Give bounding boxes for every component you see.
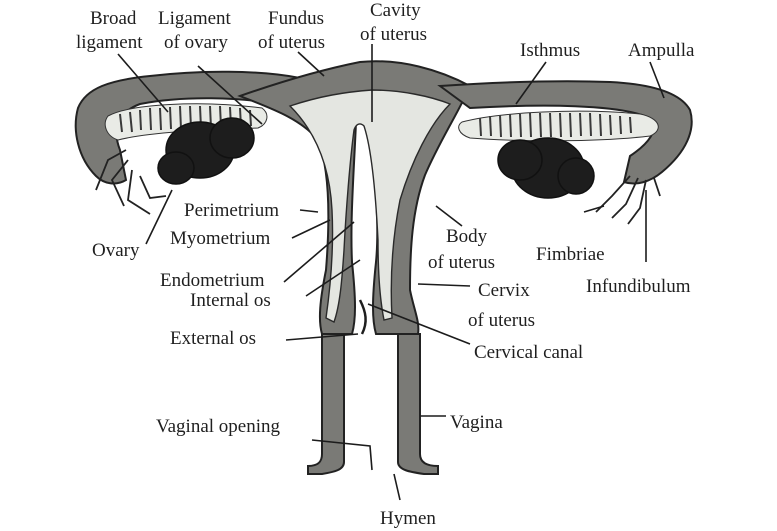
leader-fundus [297,51,325,77]
leader-myometrium [291,219,331,239]
uterine-cavity [288,89,452,323]
label-hymen: Hymen [380,508,436,529]
leader-broad-ligament [117,53,169,113]
label-external-os: External os [170,328,256,349]
left-ovary [157,117,255,185]
labels: Broad ligament Ligament of ovary Fundus … [76,0,695,529]
label-cervix-1: Cervix [478,280,530,301]
leader-internal-os [305,259,361,297]
leader-cervix [417,283,471,287]
label-vaginal-opening: Vaginal opening [156,416,281,437]
label-ampulla: Ampulla [628,40,695,61]
vagina-right-wall [397,333,439,475]
cervical-canal [358,299,367,335]
label-fundus-2: of uterus [258,32,325,53]
label-fundus-1: Fundus [268,8,324,29]
label-vagina: Vagina [450,412,503,433]
left-fimbriae [95,149,167,215]
vagina-left-wall [307,333,345,475]
label-internal-os: Internal os [190,290,271,311]
organ-illustration [74,60,693,475]
label-body-1: Body [446,226,488,247]
right-ovary [497,137,595,199]
label-body-2: of uterus [428,252,495,273]
leader-hymen [393,473,401,501]
label-cervical-canal: Cervical canal [474,342,583,363]
label-ligament-ovary-1: Ligament [158,8,232,29]
leader-body [435,205,463,227]
label-broad-ligament-1: Broad [90,8,137,29]
label-cavity-1: Cavity [370,0,421,21]
leader-lines [117,44,665,501]
label-perimetrium: Perimetrium [184,200,279,221]
left-tube-lumen [104,103,268,141]
label-broad-ligament-2: ligament [76,32,143,53]
leader-perimetrium [299,209,319,213]
leader-endometrium [283,221,355,283]
label-ligament-ovary-2: of ovary [164,32,228,53]
leader-ampulla [649,61,665,99]
right-tube-folds [479,112,632,138]
label-cervix-2: of uterus [468,310,535,331]
label-myometrium: Myometrium [170,228,270,249]
leader-cervical-canal [367,303,471,345]
leader-ovary [145,189,173,245]
label-cavity-2: of uterus [360,24,427,45]
leader-fimbriae [583,205,605,213]
label-fimbriae: Fimbriae [536,244,605,265]
label-isthmus: Isthmus [520,40,580,61]
left-fallopian-tube [74,70,302,185]
leader-ligament-ovary [197,65,263,125]
leader-external-os [285,333,359,341]
right-fallopian-tube [437,80,693,185]
label-infundibulum: Infundibulum [586,276,691,297]
leader-isthmus [515,61,547,105]
label-ovary: Ovary [92,240,140,261]
leader-vaginal-opening [311,439,373,471]
right-tube-lumen [458,110,659,142]
label-endometrium: Endometrium [160,270,265,291]
